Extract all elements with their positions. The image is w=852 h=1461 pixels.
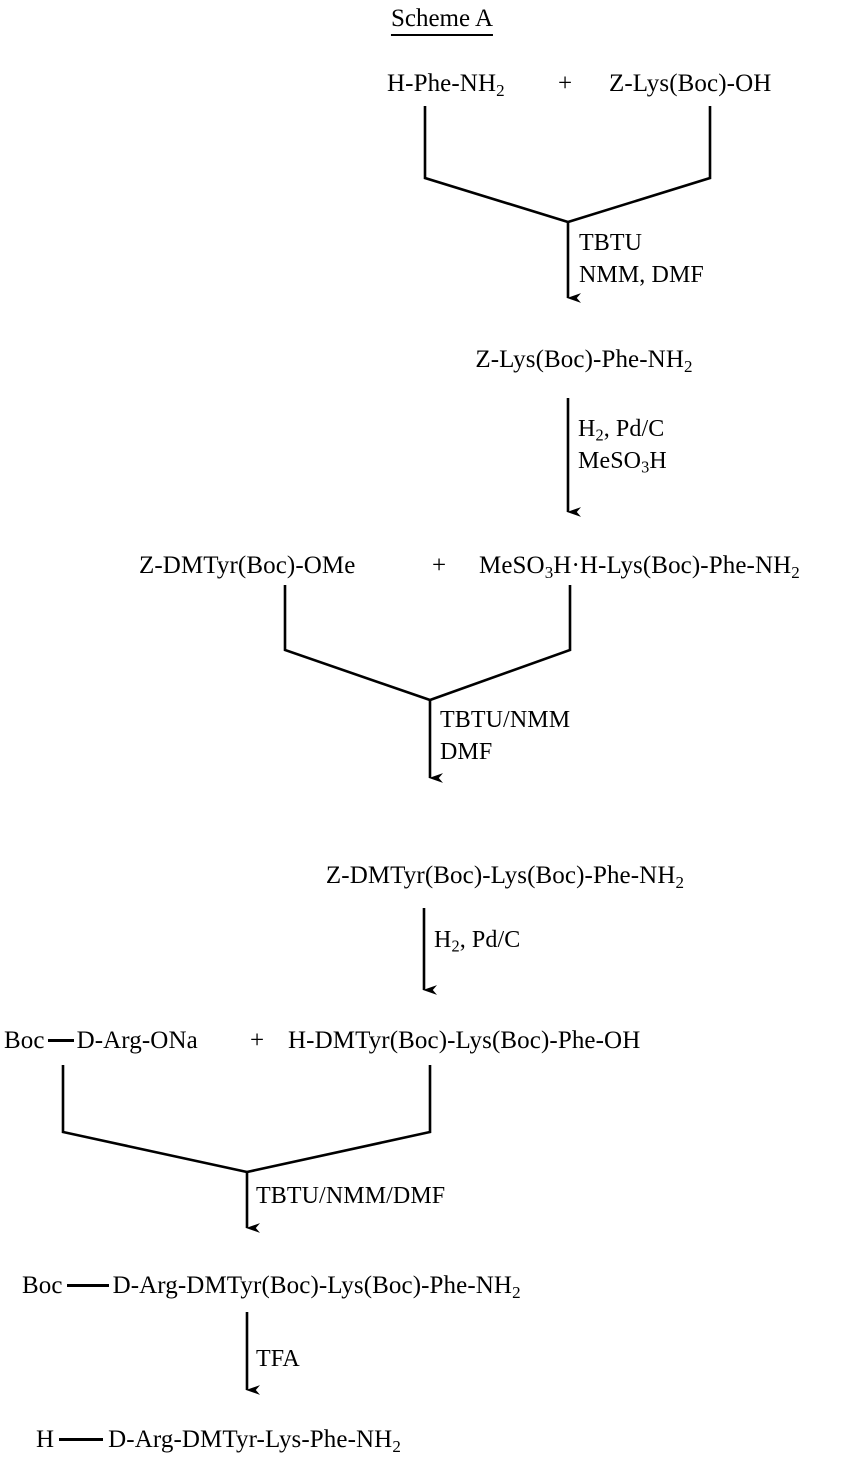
product-z-lys-boc-phe-nh2-subscript: 2 bbox=[684, 356, 693, 376]
product-boc-d-arg-dmtyr-boc-lys-boc-phe-nh2: Boc D-Arg-DMTyr(Boc)-Lys(Boc)-Phe-NH2 bbox=[22, 1272, 521, 1301]
reagent-4-h-label: H bbox=[434, 927, 452, 953]
bond-line-icon-2 bbox=[66, 1283, 109, 1287]
reagent-block-6: TFA bbox=[256, 1344, 300, 1376]
product-4-h-label: H bbox=[36, 1426, 55, 1453]
reagent-2-acid-subscript: 3 bbox=[641, 457, 650, 477]
reactant-salt-prefix: MeSO bbox=[479, 552, 545, 579]
reactant-z-lys-boc-oh: Z-Lys(Boc)-OH bbox=[609, 70, 772, 97]
reagent-block-1: TBTU NMM, DMF bbox=[579, 228, 704, 291]
reagent-3-line-2: DMF bbox=[440, 738, 493, 765]
reactant-salt-subscript-2: 2 bbox=[791, 562, 800, 582]
reagent-4-line-1: H2, Pd/C bbox=[434, 925, 520, 957]
product-z-lys-boc-phe-nh2-text: Z-Lys(Boc)-Phe-NH bbox=[475, 346, 684, 373]
reagent-2-acid-prefix: MeSO bbox=[578, 447, 642, 474]
product-3-boc-label: Boc bbox=[22, 1272, 63, 1299]
reagent-1-line-2: NMM, DMF bbox=[579, 261, 704, 288]
reagent-4-catalyst-label: , Pd/C bbox=[459, 927, 521, 953]
product-h-d-arg-dmtyr-lys-phe-nh2: H D-Arg-DMTyr-Lys-Phe-NH2 bbox=[36, 1426, 401, 1455]
plus-sign-2: + bbox=[431, 552, 447, 579]
reactant-salt-body: H·H-Lys(Boc)-Phe-NH bbox=[553, 552, 792, 579]
plus-sign-1: + bbox=[557, 70, 573, 97]
page-title: Scheme A bbox=[390, 6, 494, 36]
product-4-subscript: 2 bbox=[392, 1436, 401, 1456]
reagent-2-line-2: MeSO3H bbox=[578, 446, 667, 478]
product-2-subscript: 2 bbox=[675, 872, 685, 892]
reagent-block-4: H2, Pd/C bbox=[434, 925, 520, 957]
plus-sign-3: + bbox=[249, 1027, 265, 1054]
reactant-h-phe-nh2-subscript: 2 bbox=[496, 80, 505, 100]
reactant-boc-label: Boc bbox=[4, 1027, 45, 1054]
bond-line-icon-1 bbox=[47, 1038, 74, 1042]
reagent-2-line-1: H2, Pd/C bbox=[578, 414, 667, 446]
reagent-2-h-subscript: 2 bbox=[595, 425, 604, 445]
reagent-6-line-1: TFA bbox=[256, 1346, 300, 1372]
reagent-2-h-label: H bbox=[578, 416, 596, 442]
reactant-salt-subscript: 3 bbox=[544, 562, 554, 582]
product-2-text: Z-DMTyr(Boc)-Lys(Boc)-Phe-NH bbox=[325, 862, 676, 889]
reactant-d-arg-ona-label: D-Arg-ONa bbox=[76, 1027, 198, 1054]
product-4-chain-label: D-Arg-DMTyr-Lys-Phe-NH bbox=[108, 1426, 393, 1453]
reactant-z-dmtyr-boc-ome: Z-DMTyr(Boc)-OMe bbox=[139, 552, 356, 579]
product-3-chain-label: D-Arg-DMTyr(Boc)-Lys(Boc)-Phe-NH bbox=[112, 1272, 513, 1299]
reagent-3-line-1: TBTU/NMM bbox=[440, 707, 571, 733]
reagent-2-acid-suffix: H bbox=[649, 447, 667, 474]
reactant-h-dmtyr-boc-lys-boc-phe-oh: H-DMTyr(Boc)-Lys(Boc)-Phe-OH bbox=[288, 1027, 641, 1054]
reagent-block-3: TBTU/NMM DMF bbox=[440, 705, 570, 768]
reagent-block-5: TBTU/NMM/DMF bbox=[256, 1181, 445, 1213]
reagent-2-catalyst-label: , Pd/C bbox=[603, 416, 665, 442]
reactant-messo3h-lys-boc-phe-nh2: MeSO3H·H-Lys(Boc)-Phe-NH2 bbox=[479, 552, 800, 581]
product-z-lys-boc-phe-nh2: Z-Lys(Boc)-Phe-NH2 bbox=[475, 346, 692, 375]
bond-line-icon-3 bbox=[59, 1437, 104, 1441]
reactant-h-phe-nh2-text: H-Phe-NH bbox=[387, 70, 497, 97]
reactant-boc-d-arg-ona: Boc D-Arg-ONa bbox=[4, 1028, 198, 1053]
reagent-block-2: H2, Pd/C MeSO3H bbox=[578, 414, 667, 477]
product-3-subscript: 2 bbox=[512, 1282, 521, 1302]
reactant-h-phe-nh2: H-Phe-NH2 bbox=[387, 70, 505, 99]
product-z-dmtyr-boc-lys-boc-phe-nh2: Z-DMTyr(Boc)-Lys(Boc)-Phe-NH2 bbox=[325, 862, 684, 891]
reagent-1-line-1: TBTU bbox=[579, 230, 643, 256]
reagent-5-line-1: TBTU/NMM/DMF bbox=[256, 1183, 446, 1209]
reagent-4-h-subscript: 2 bbox=[451, 936, 460, 956]
